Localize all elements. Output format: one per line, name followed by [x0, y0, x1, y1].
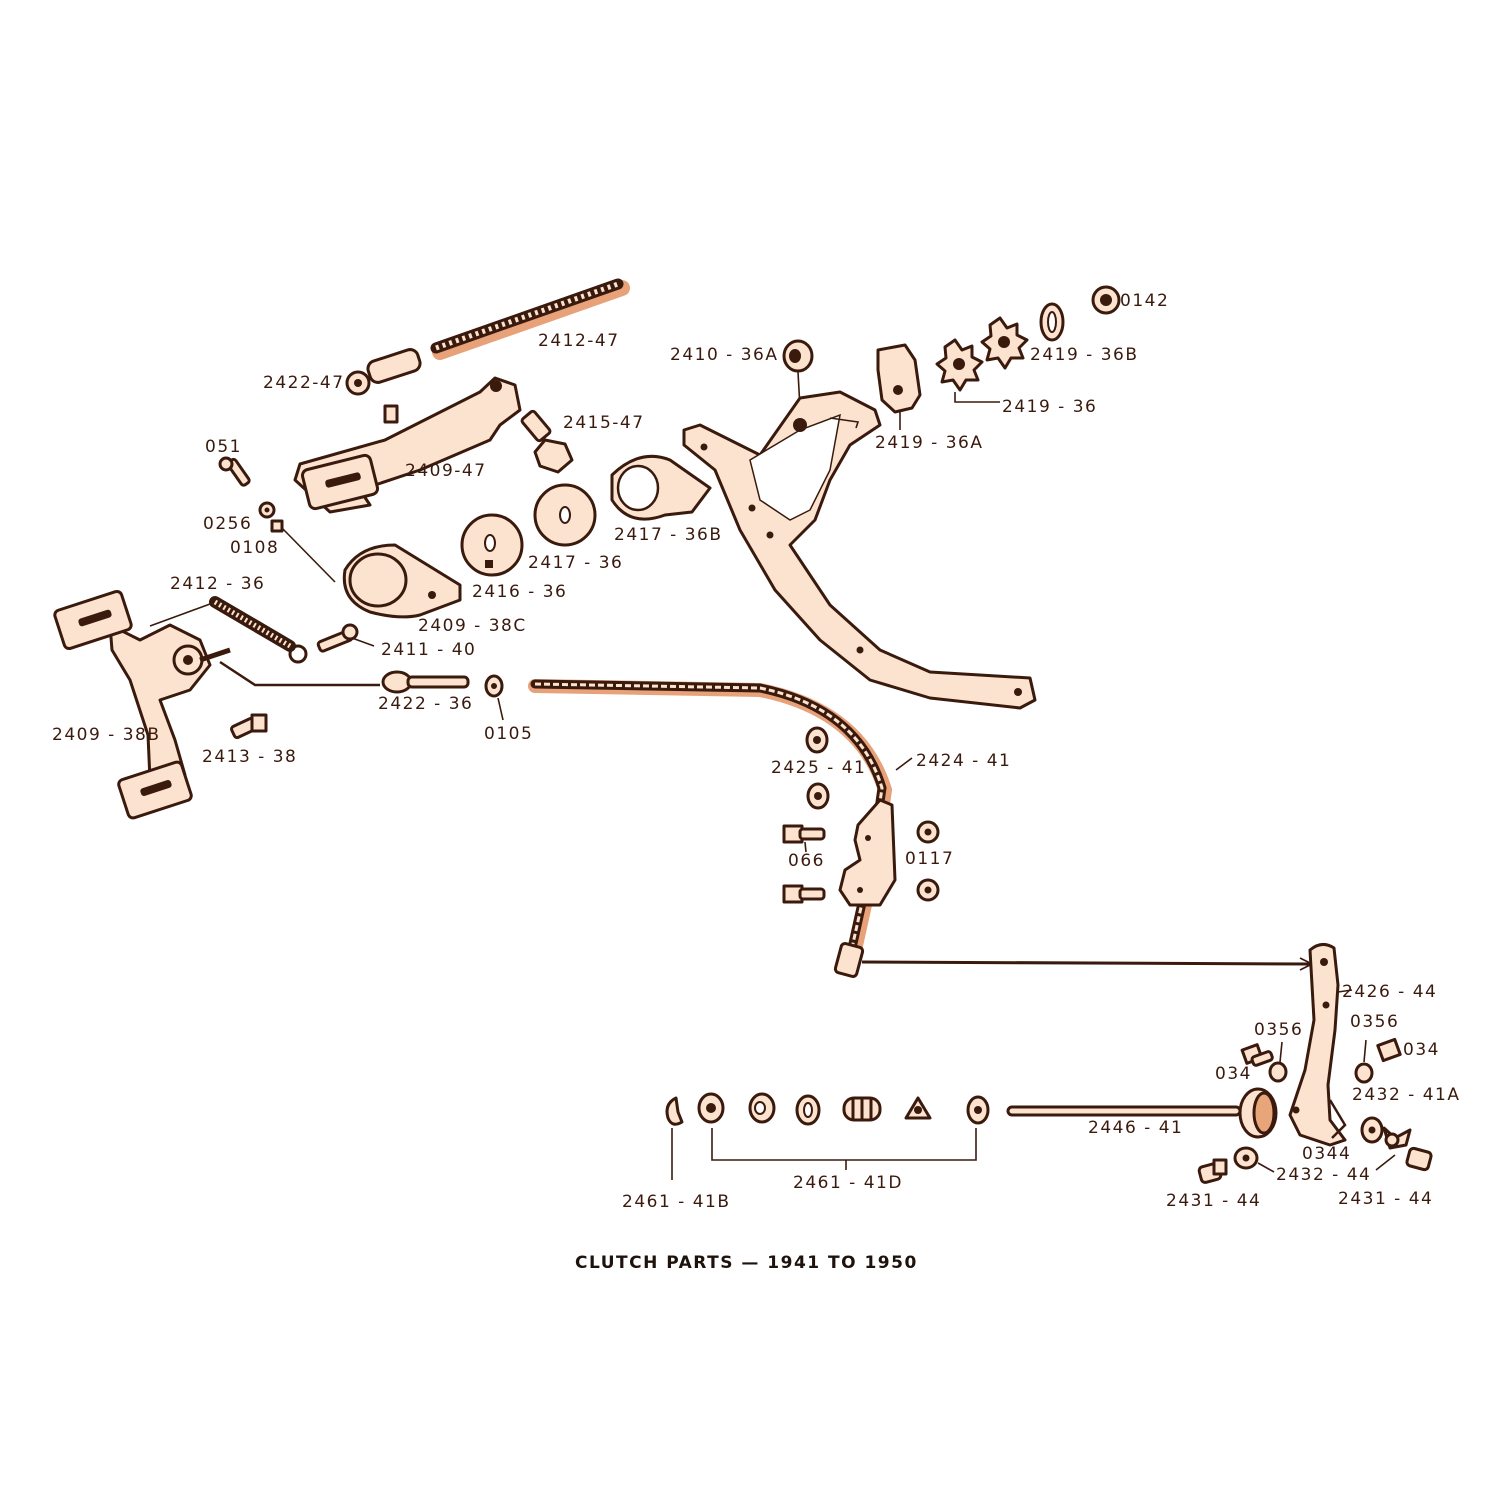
- part-connecting-rod: [861, 957, 1314, 971]
- label-2461-41B: 2461 - 41B: [622, 1192, 731, 1212]
- part-nut-0142: [1091, 285, 1121, 315]
- part-bolt-2413-38: [230, 713, 268, 740]
- label-2422-36: 2422 - 36: [378, 694, 473, 714]
- label-2419-36B: 2419 - 36B: [1030, 345, 1139, 365]
- label-2416-36: 2416 - 36: [472, 582, 567, 602]
- part-bolt-066: [782, 824, 826, 904]
- label-2431-44-left: 2431 - 44: [1166, 1191, 1261, 1211]
- label-2410-36A: 2410 - 36A: [670, 345, 778, 365]
- label-2413-38: 2413 - 38: [202, 747, 297, 767]
- label-0108: 0108: [230, 538, 279, 558]
- part-washer-2419-36B: [1039, 302, 1065, 342]
- label-2422-47: 2422-47: [263, 373, 345, 393]
- part-bushing-2410-36A: [782, 339, 814, 409]
- label-0142: 0142: [1120, 291, 1169, 311]
- label-2409-38B: 2409 - 38B: [52, 725, 161, 745]
- label-2417-36: 2417 - 36: [528, 553, 623, 573]
- label-2409-38C: 2409 - 38C: [418, 616, 527, 636]
- part-rod-2422-36: [219, 660, 470, 694]
- label-2412-47: 2412-47: [538, 331, 620, 351]
- part-spring-2412-36: [149, 596, 308, 664]
- diagram-caption: CLUTCH PARTS — 1941 TO 1950: [575, 1253, 918, 1273]
- part-plate-2416-36: [460, 513, 524, 577]
- part-washer-2417-36: [533, 483, 597, 547]
- part-cam-2419-36A: [876, 343, 922, 430]
- part-grommet-2425-41: [805, 726, 830, 810]
- label-0344: 0344: [1302, 1144, 1351, 1164]
- label-2424-41: 2424 - 41: [916, 751, 1011, 771]
- label-2419-36: 2419 - 36: [1002, 397, 1097, 417]
- label-0356-left: 0356: [1254, 1020, 1303, 1040]
- part-clutch-pedal-main: [682, 390, 1037, 710]
- part-screw-2411-40: [316, 623, 375, 653]
- part-nut-0117: [916, 820, 940, 902]
- part-star-washers-2419-36: [935, 316, 1029, 403]
- part-cable-2424-41: [528, 679, 913, 978]
- label-2461-41D: 2461 - 41D: [793, 1173, 903, 1193]
- label-2432-44: 2432 - 44: [1276, 1165, 1371, 1185]
- part-release-rod-2446-41: [1006, 1087, 1278, 1139]
- part-plate-2417-36B: [610, 454, 712, 521]
- label-051: 051: [205, 437, 242, 457]
- label-0105: 0105: [484, 724, 533, 744]
- part-nut-0108: [270, 519, 284, 533]
- label-2419-36A: 2419 - 36A: [875, 433, 983, 453]
- part-row-2461-41D: [665, 1092, 990, 1180]
- part-washer-0256: [258, 501, 276, 519]
- label-0256: 0256: [203, 514, 252, 534]
- label-2425-41: 2425 - 41: [771, 758, 866, 778]
- label-2432-41A: 2432 - 41A: [1352, 1085, 1460, 1105]
- label-034-right: 034: [1403, 1040, 1440, 1060]
- part-pedal-lever-2409-38B: [53, 589, 231, 820]
- label-2446-41: 2446 - 41: [1088, 1118, 1183, 1138]
- part-hardware-cluster: [1197, 1037, 1433, 1184]
- label-2417-36B: 2417 - 36B: [614, 525, 723, 545]
- label-066: 066: [788, 851, 825, 871]
- part-bolt-2415-47: [520, 409, 574, 474]
- label-2426-44: 2426 - 44: [1342, 982, 1437, 1002]
- label-0117: 0117: [905, 849, 954, 869]
- part-screw-051: [218, 456, 251, 487]
- part-housing-2409-38C: [281, 527, 462, 619]
- part-pedal-arm-2409-47: [293, 376, 522, 514]
- label-2409-47: 2409-47: [405, 461, 487, 481]
- part-clevis-2422-47: [345, 348, 422, 396]
- part-cable-bracket: [838, 798, 897, 907]
- label-2415-47: 2415-47: [563, 413, 645, 433]
- part-spring-2412-47: [430, 278, 630, 360]
- label-2412-36: 2412 - 36: [170, 574, 265, 594]
- part-release-lever-2426-44: [1288, 943, 1353, 1147]
- label-2431-44-right: 2431 - 44: [1338, 1189, 1433, 1209]
- label-034-left: 034: [1215, 1064, 1252, 1084]
- part-nut-0105: [484, 674, 504, 721]
- label-0356-right: 0356: [1350, 1012, 1399, 1032]
- label-2411-40: 2411 - 40: [381, 640, 476, 660]
